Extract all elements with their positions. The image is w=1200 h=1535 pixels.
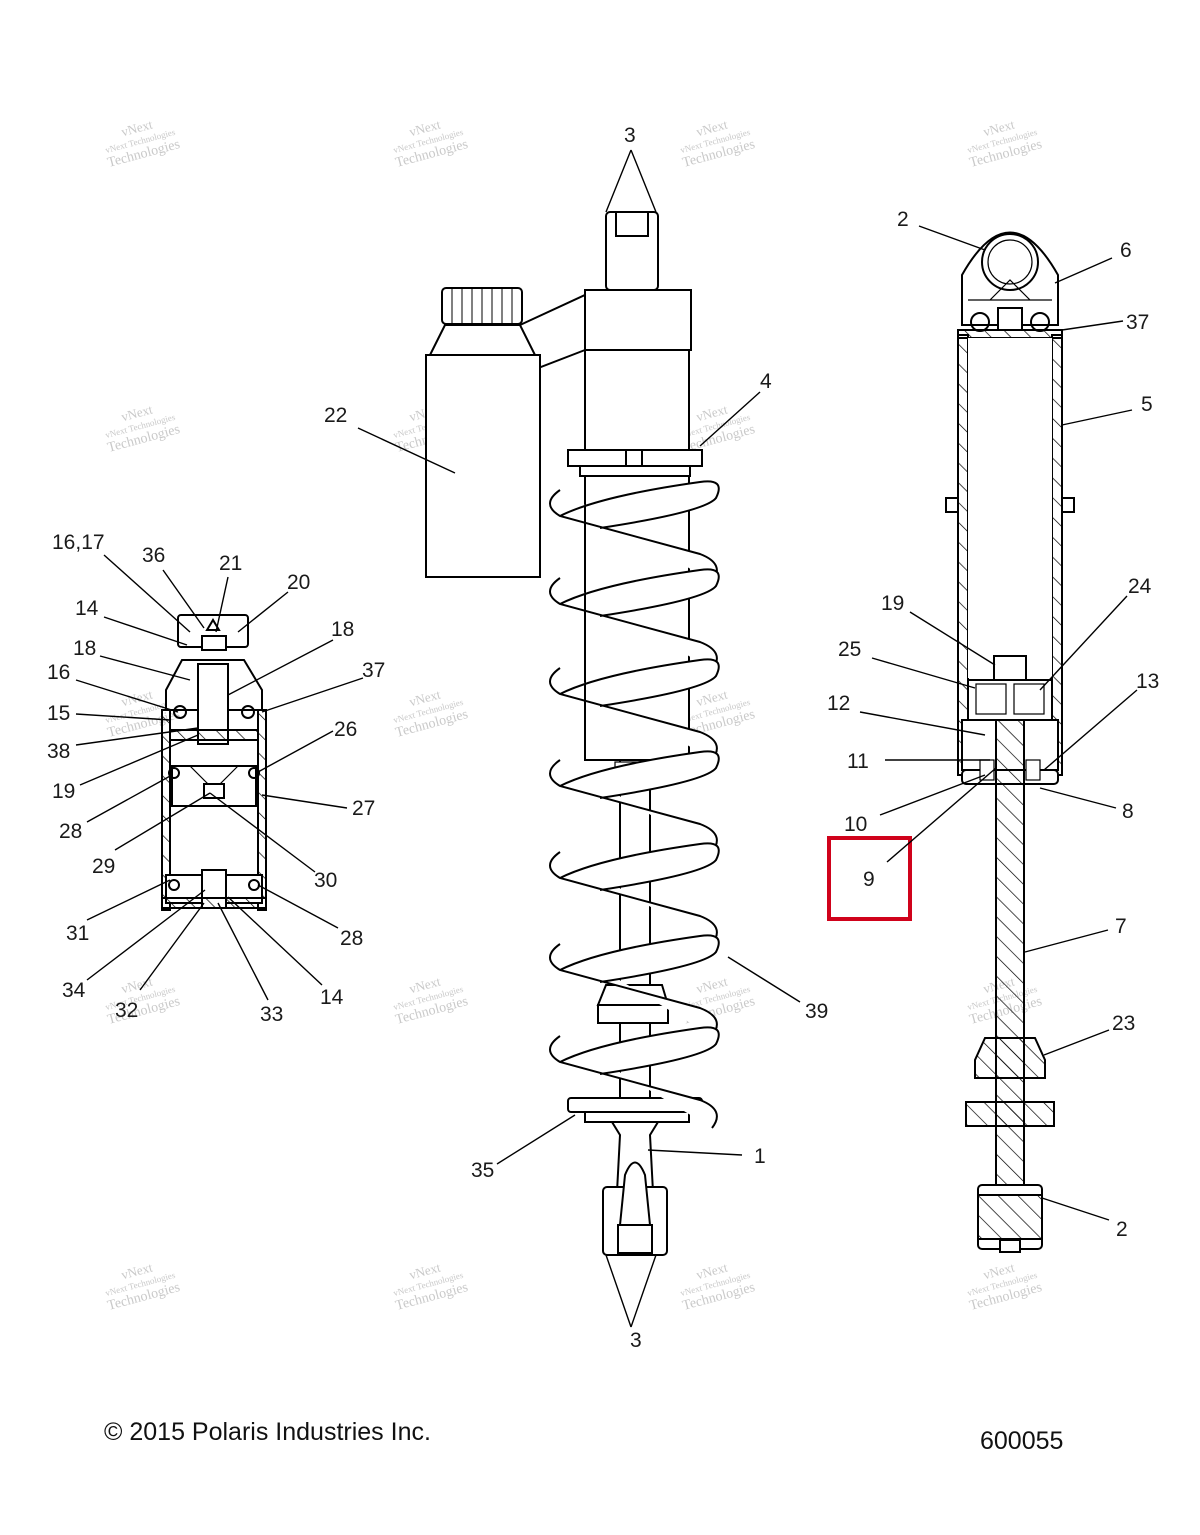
callout-5: 5 [1141,393,1153,416]
callout-10: 10 [844,813,867,836]
callout-2-top: 2 [897,208,909,231]
copyright-text: © 2015 Polaris Industries Inc. [104,1418,431,1446]
spring-coil [549,658,720,761]
complete-shock-view [425,211,703,1256]
callout-4: 4 [760,370,772,393]
callout-25: 25 [838,638,861,661]
callout-2-bottom: 2 [1116,1218,1128,1241]
callout-28-left: 28 [59,820,82,843]
callout-36: 36 [142,544,165,567]
leader-lines [75,149,1138,1328]
callout-3-bottom: 3 [630,1329,642,1352]
callout-22: 22 [324,404,347,427]
callout-31: 31 [66,922,89,945]
callout-24: 24 [1128,575,1152,598]
callout-15: 15 [47,702,70,725]
callout-21: 21 [219,552,242,575]
callout-35: 35 [471,1159,494,1182]
callout-12: 12 [827,692,850,715]
callout-20: 20 [287,571,310,594]
callout-14-bottom: 14 [320,986,344,1009]
callout-33: 33 [260,1003,283,1026]
spring-coil [549,750,720,853]
callout-37-right: 37 [1126,311,1149,334]
callout-16: 16 [47,661,70,684]
callout-19-right: 19 [881,592,904,615]
spring-coil [549,842,720,945]
callout-3-top: 3 [624,124,636,147]
callout-26: 26 [334,718,357,741]
callout-labels: 3 3 22 4 39 1 35 2 6 37 5 19 24 25 12 13… [47,124,1159,1352]
callout-6: 6 [1120,239,1132,262]
callout-39: 39 [805,1000,828,1023]
callout-18-right: 18 [331,618,354,641]
spring-coil [549,934,720,1037]
highlight-box [827,836,912,921]
callout-11: 11 [847,750,869,773]
callout-34: 34 [62,979,86,1002]
callout-18-left: 18 [73,637,96,660]
callout-14-top: 14 [75,597,99,620]
callout-32: 32 [115,999,138,1022]
spring-coil [549,568,720,671]
callout-23: 23 [1112,1012,1135,1035]
coil-spring [549,480,720,1129]
callout-19-left: 19 [52,780,75,803]
callout-8: 8 [1122,800,1134,823]
callout-13: 13 [1136,670,1159,693]
callout-37-left: 37 [362,659,385,682]
spring-coil [549,1026,720,1129]
callout-38: 38 [47,740,70,763]
section-view [945,231,1075,1253]
drawing-number: 600055 [980,1427,1064,1455]
callout-9: 9 [863,868,875,891]
callout-27: 27 [352,797,375,820]
callout-7: 7 [1115,915,1127,938]
callout-1: 1 [754,1145,766,1168]
callout-28-right: 28 [340,927,363,950]
callout-30: 30 [314,869,337,892]
callout-29: 29 [92,855,115,878]
callout-16-17: 16,17 [52,531,105,554]
reservoir-section-view [161,614,267,911]
